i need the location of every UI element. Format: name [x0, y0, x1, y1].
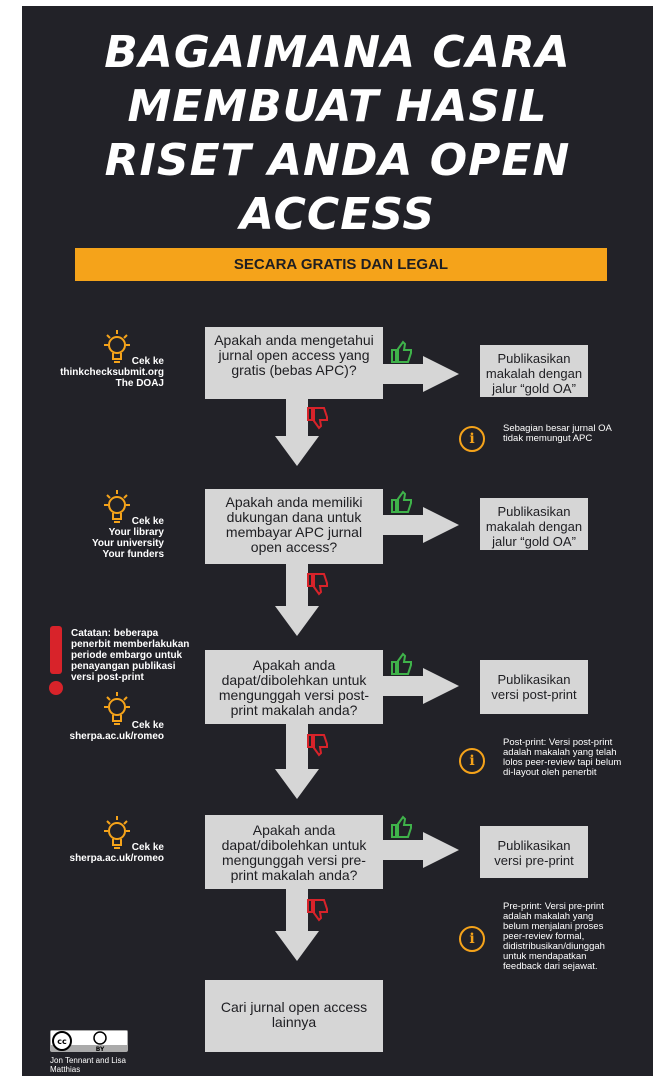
title-line-1: BAGAIMANA CARA — [104, 27, 571, 78]
hint-line: Cek ke — [131, 720, 164, 731]
no-arrow-shaft — [286, 564, 308, 606]
lightbulb-icon — [104, 692, 130, 725]
page-title: BAGAIMANA CARA MEMBUAT HASIL RISET ANDA … — [22, 26, 653, 242]
hint-line: sherpa.ac.uk/romeo — [69, 731, 164, 742]
yes-arrow-head — [423, 507, 459, 543]
hint-line: Your university — [91, 538, 164, 549]
thumbs-down-icon — [307, 899, 328, 922]
cc-by-license-icon: cc BY — [50, 1030, 128, 1052]
hint-line: thinkchecksubmit.org — [60, 367, 164, 378]
credit: Jon Tennant and Lisa Matthias — [50, 1056, 126, 1074]
hint-line: Cek ke — [131, 842, 164, 853]
hint-line: Your funders — [102, 549, 164, 560]
cc-label: cc — [57, 1037, 67, 1046]
hint-step-3: Cek ke sherpa.ac.uk/romeo — [40, 720, 164, 742]
final-box: Cari jurnal open access lainnya — [205, 980, 383, 1052]
no-arrow-shaft — [286, 889, 308, 931]
no-arrow-shaft — [286, 724, 308, 769]
hint-step-1: Cek ke thinkchecksubmit.org The DOAJ — [40, 356, 164, 389]
note-step-3: Post-print: Versi post-print adalah maka… — [503, 737, 622, 778]
no-arrow-head — [275, 769, 319, 799]
result-box-3: Publikasikan versi post-print — [480, 660, 588, 714]
yes-arrow-head — [423, 356, 459, 392]
note-step-1: Sebagian besar jurnal OA tidak memungut … — [503, 423, 612, 444]
no-arrow-head — [275, 931, 319, 961]
note-step-4: Pre-print: Versi pre-print adalah makala… — [503, 901, 605, 972]
thumbs-down-icon — [307, 407, 328, 430]
result-box-2: Publikasikan makalah dengan jalur “gold … — [480, 498, 588, 550]
hint-line: The DOAJ — [115, 378, 164, 389]
question-box-1: Apakah anda mengetahui jurnal open acces… — [205, 327, 383, 399]
hint-line: Your library — [108, 527, 164, 538]
info-icon: i — [459, 926, 485, 952]
thumbs-up-icon — [391, 340, 412, 363]
thumbs-up-icon — [391, 815, 412, 838]
yes-arrow-head — [423, 668, 459, 704]
lightbulb-icon — [104, 490, 130, 523]
title-line-2: MEMBUAT HASIL — [127, 81, 548, 132]
yes-arrow-shaft — [383, 840, 423, 860]
thumbs-down-icon — [307, 734, 328, 757]
question-box-2: Apakah anda memiliki dukungan dana untuk… — [205, 489, 383, 564]
lightbulb-icon — [104, 816, 130, 849]
thumbs-down-icon — [307, 573, 328, 596]
title-line-4: ACCESS — [239, 189, 436, 240]
hint-step-4: Cek ke sherpa.ac.uk/romeo — [40, 842, 164, 864]
thumbs-up-icon — [391, 490, 412, 513]
yes-arrow-shaft — [383, 676, 423, 696]
yes-arrow-shaft — [383, 515, 423, 535]
no-arrow-head — [275, 606, 319, 636]
hint-line: Cek ke — [131, 356, 164, 367]
hint-line: Cek ke — [131, 516, 164, 527]
warning-note: Catatan: beberapa penerbit memberlakukan… — [71, 628, 190, 683]
yes-arrow-shaft — [383, 364, 423, 384]
result-box-1: Publikasikan makalah dengan jalur “gold … — [480, 345, 588, 397]
by-label: BY — [96, 1046, 105, 1052]
yes-arrow-head — [423, 832, 459, 868]
title-line-3: RISET ANDA OPEN — [104, 135, 571, 186]
lightbulb-icon — [104, 330, 130, 363]
question-box-4: Apakah anda dapat/dibolehkan untuk mengu… — [205, 815, 383, 889]
subtitle-banner: SECARA GRATIS DAN LEGAL — [75, 248, 607, 281]
info-icon: i — [459, 426, 485, 452]
hint-step-2: Cek ke Your library Your university Your… — [40, 516, 164, 560]
hint-line: sherpa.ac.uk/romeo — [69, 853, 164, 864]
info-icon: i — [459, 748, 485, 774]
result-box-4: Publikasikan versi pre-print — [480, 826, 588, 878]
no-arrow-shaft — [286, 399, 308, 436]
exclamation-icon — [49, 626, 63, 695]
question-box-3: Apakah anda dapat/dibolehkan untuk mengu… — [205, 650, 383, 724]
thumbs-up-icon — [391, 652, 412, 675]
no-arrow-head — [275, 436, 319, 466]
